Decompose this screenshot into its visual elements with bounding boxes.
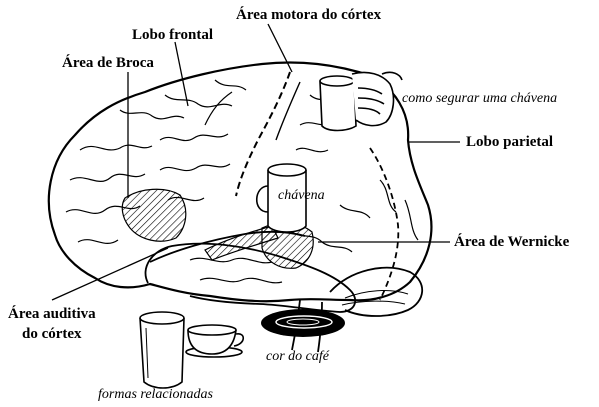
glass bbox=[140, 312, 184, 388]
label-parietal-lobe: Lobo parietal bbox=[466, 135, 553, 150]
label-broca-area: Área de Broca bbox=[62, 56, 154, 71]
label-frontal-lobe: Lobo frontal bbox=[132, 28, 213, 43]
cup-and-saucer bbox=[186, 325, 243, 357]
label-coffee-color: cor do café bbox=[266, 350, 329, 364]
label-auditory-area-line1: Área auditiva bbox=[8, 307, 96, 322]
coffee-color-swatch bbox=[261, 309, 345, 337]
label-how-to-hold-cup: como segurar uma chávena bbox=[402, 92, 557, 106]
label-motor-area: Área motora do córtex bbox=[236, 8, 381, 23]
label-related-shapes: formas relacionadas bbox=[98, 388, 213, 402]
label-auditory-area-line2: do córtex bbox=[22, 327, 82, 342]
label-wernicke-area: Área de Wernicke bbox=[454, 235, 569, 250]
label-cup: chávena bbox=[278, 189, 325, 203]
